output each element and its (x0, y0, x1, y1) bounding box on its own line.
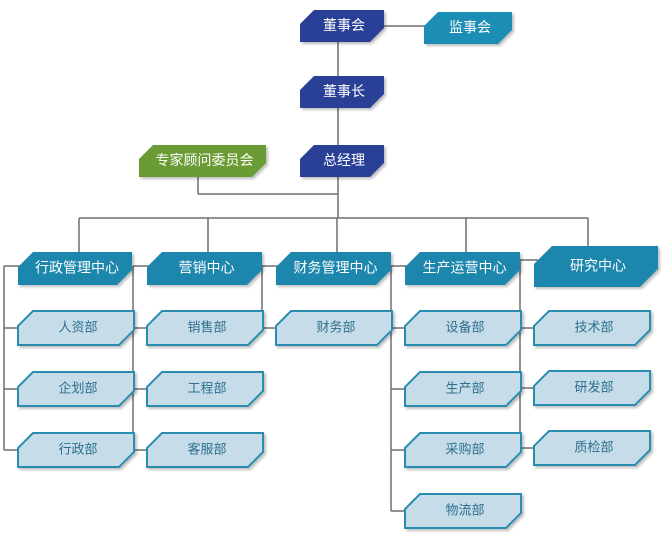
advisory-node[interactable]: 专家顾问委员会 (139, 145, 266, 177)
department-node-shape (533, 370, 651, 406)
department-node-shape (404, 493, 522, 529)
gm-node[interactable]: 总经理 (300, 145, 384, 177)
center-node-shape (18, 252, 132, 285)
department-node[interactable]: 销售部 (146, 310, 264, 346)
center-node-label: 营销中心 (179, 261, 235, 277)
department-node[interactable]: 质检部 (533, 430, 651, 466)
center-node-label: 研究中心 (570, 259, 626, 275)
department-node[interactable]: 工程部 (146, 371, 264, 407)
board-node-shape (300, 10, 384, 42)
department-node-shape (404, 432, 522, 468)
center-node-shape (147, 252, 262, 285)
department-node-label: 技术部 (574, 321, 613, 336)
department-node-shape (146, 310, 264, 346)
department-node[interactable]: 生产部 (404, 371, 522, 407)
gm-node-label: 总经理 (323, 153, 365, 169)
department-node-label: 质检部 (574, 441, 613, 456)
center-node-shape (534, 246, 658, 287)
department-node-shape (404, 310, 522, 346)
center-node-label: 生产运营中心 (423, 261, 507, 277)
center-node-shape (276, 252, 391, 285)
department-node-label: 采购部 (445, 442, 484, 458)
gm-node-shape (300, 145, 384, 177)
center-node[interactable]: 财务管理中心 (276, 252, 391, 285)
department-node[interactable]: 行政部 (17, 432, 135, 468)
department-node[interactable]: 客服部 (146, 432, 264, 468)
department-node-shape (17, 310, 135, 346)
department-node-shape (404, 371, 522, 407)
center-node[interactable]: 营销中心 (147, 252, 262, 285)
supervisory-node-shape (424, 12, 512, 44)
board-node[interactable]: 董事会 (300, 10, 384, 42)
center-node-label: 行政管理中心 (35, 261, 119, 277)
department-node-label: 研发部 (574, 380, 613, 396)
department-node-label: 设备部 (445, 320, 484, 336)
supervisory-node[interactable]: 监事会 (424, 12, 512, 44)
department-node[interactable]: 技术部 (533, 310, 651, 346)
department-node-label: 生产部 (445, 382, 484, 397)
department-node[interactable]: 财务部 (275, 310, 393, 346)
department-node[interactable]: 人资部 (17, 310, 135, 346)
department-node-label: 人资部 (58, 321, 97, 336)
center-node[interactable]: 生产运营中心 (405, 252, 520, 285)
department-node-label: 物流部 (445, 504, 484, 519)
center-node[interactable]: 研究中心 (534, 246, 658, 287)
chairman-node[interactable]: 董事长 (300, 76, 384, 108)
department-node[interactable]: 研发部 (533, 370, 651, 406)
department-node-shape (17, 432, 135, 468)
board-node-label: 董事会 (323, 18, 365, 34)
department-node-shape (146, 432, 264, 468)
center-node-label: 财务管理中心 (294, 261, 378, 277)
department-node-shape (275, 310, 393, 346)
department-node-label: 企划部 (58, 381, 97, 397)
advisory-node-shape (139, 145, 266, 177)
chairman-node-shape (300, 76, 384, 108)
advisory-node-label: 专家顾问委员会 (156, 152, 254, 169)
department-node[interactable]: 物流部 (404, 493, 522, 529)
department-node-shape (533, 430, 651, 466)
department-node-shape (146, 371, 264, 407)
department-node-shape (17, 371, 135, 407)
supervisory-node-label: 监事会 (449, 20, 491, 36)
center-node[interactable]: 行政管理中心 (18, 252, 132, 285)
department-node[interactable]: 采购部 (404, 432, 522, 468)
department-node[interactable]: 设备部 (404, 310, 522, 346)
chairman-node-label: 董事长 (323, 84, 365, 100)
department-node-shape (533, 310, 651, 346)
department-node-label: 客服部 (187, 442, 226, 458)
department-node-label: 财务部 (316, 320, 355, 336)
center-node-shape (405, 252, 520, 285)
department-node[interactable]: 企划部 (17, 371, 135, 407)
department-node-label: 销售部 (187, 320, 226, 336)
department-node-label: 行政部 (58, 443, 97, 458)
department-node-label: 工程部 (187, 382, 226, 397)
